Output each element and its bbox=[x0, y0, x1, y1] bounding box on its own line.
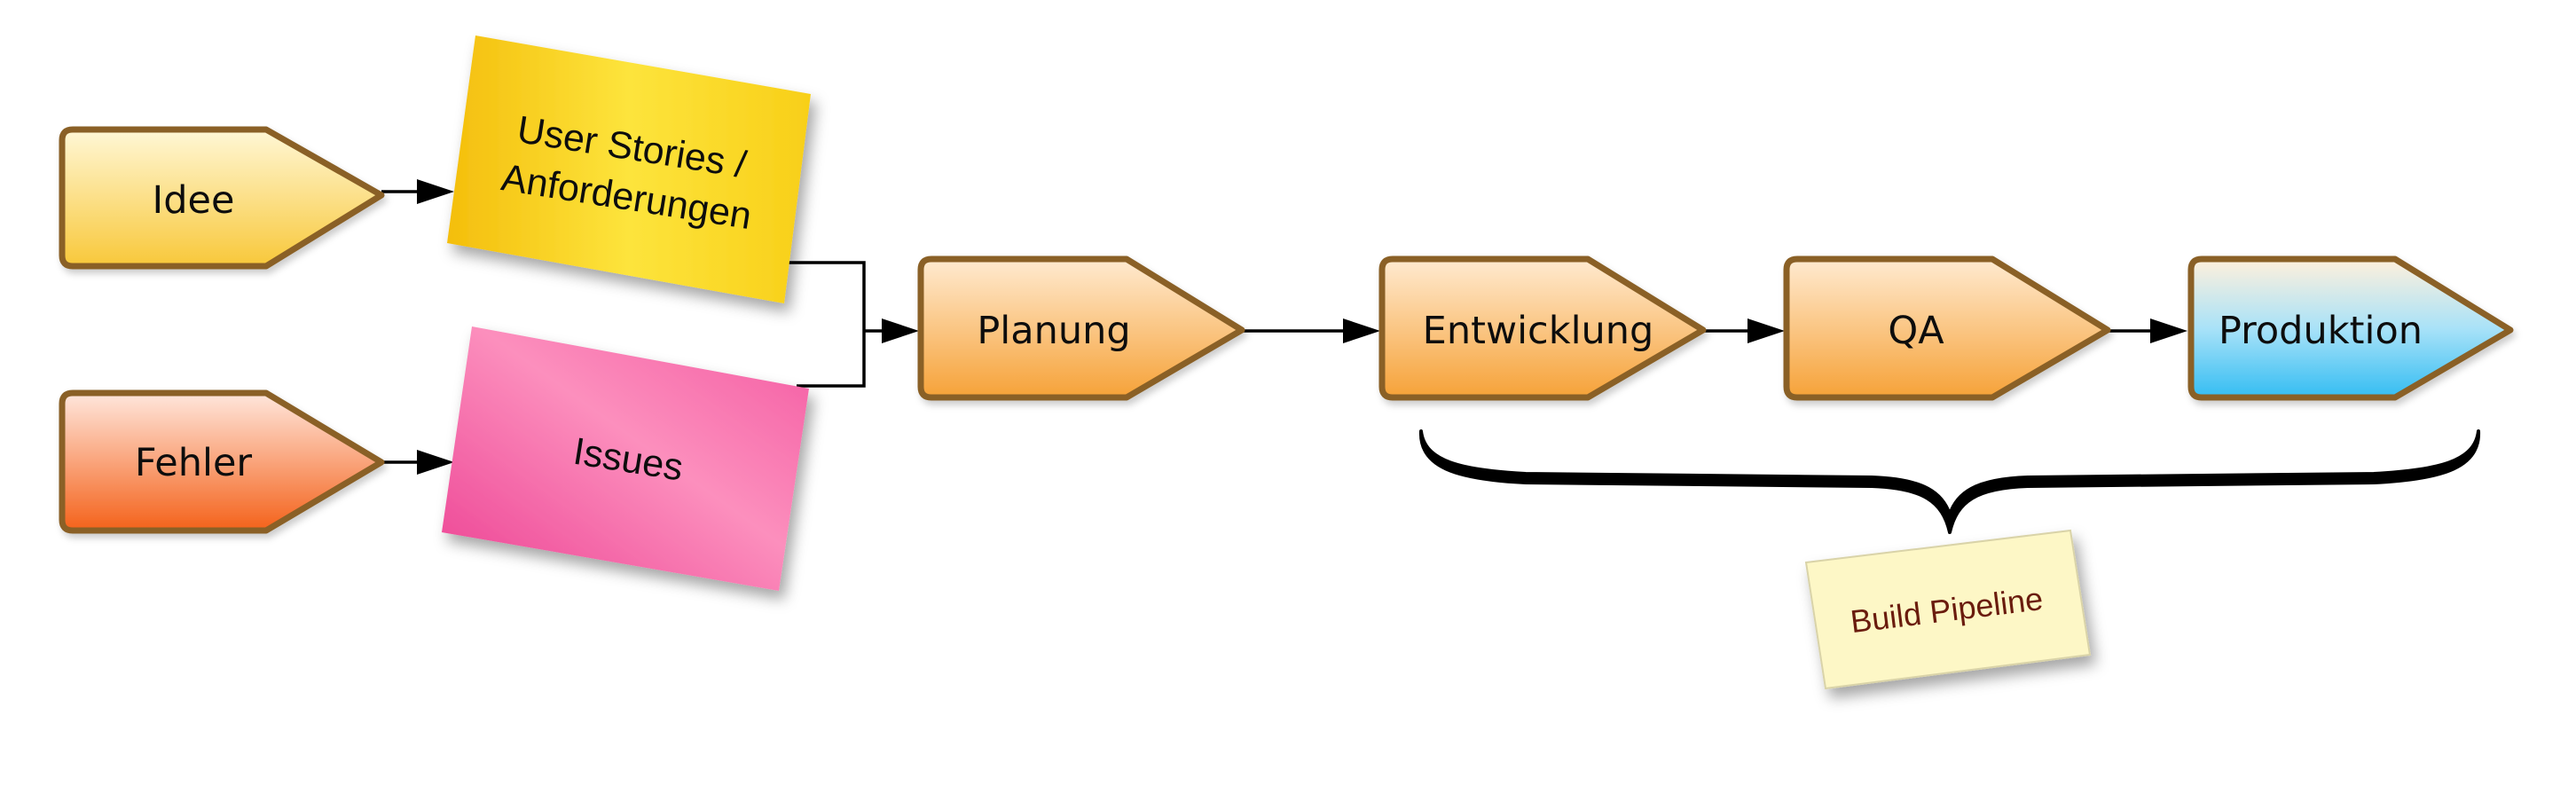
arrowhead-planung bbox=[882, 318, 919, 343]
note-build-pipeline-paper bbox=[1804, 529, 2092, 690]
node-fehler-shape bbox=[59, 389, 385, 534]
node-planung-label: Planung bbox=[977, 309, 1130, 353]
node-idee-shape bbox=[59, 126, 385, 270]
connectors bbox=[381, 179, 2187, 475]
node-qa-label: QA bbox=[1888, 309, 1944, 353]
node-planung-shape bbox=[917, 255, 1245, 401]
node-fehler-label: Fehler bbox=[135, 441, 252, 485]
arrowhead-idee bbox=[417, 179, 454, 204]
node-entwicklung-shape bbox=[1378, 255, 1707, 401]
node-idee-label: Idee bbox=[153, 178, 235, 223]
note-build-pipeline: Build Pipeline bbox=[1804, 529, 2092, 690]
arrowhead-qa bbox=[1747, 318, 1785, 343]
arrowhead-entwicklung bbox=[1343, 318, 1380, 343]
note-issues: Issues bbox=[442, 326, 809, 591]
node-idee: Idee bbox=[59, 126, 385, 270]
note-user-stories: User Stories / Anforderungen bbox=[447, 35, 811, 303]
note-issues-paper bbox=[442, 326, 809, 591]
node-qa-shape bbox=[1783, 255, 2111, 401]
node-entwicklung-label: Entwicklung bbox=[1423, 309, 1654, 353]
node-qa: QA bbox=[1783, 255, 2111, 401]
node-entwicklung: Entwicklung bbox=[1378, 255, 1707, 401]
note-user-stories-paper bbox=[447, 35, 811, 303]
node-produktion-label: Produktion bbox=[2219, 309, 2423, 353]
node-planung: Planung bbox=[917, 255, 1245, 401]
connector-merge bbox=[788, 261, 884, 388]
node-produktion-shape bbox=[2187, 255, 2514, 401]
node-fehler: Fehler bbox=[59, 389, 385, 534]
node-produktion: Produktion bbox=[2187, 255, 2514, 401]
build-pipeline-brace bbox=[1418, 429, 2481, 534]
arrowhead-fehler bbox=[417, 450, 454, 475]
arrowhead-produktion bbox=[2150, 318, 2187, 343]
